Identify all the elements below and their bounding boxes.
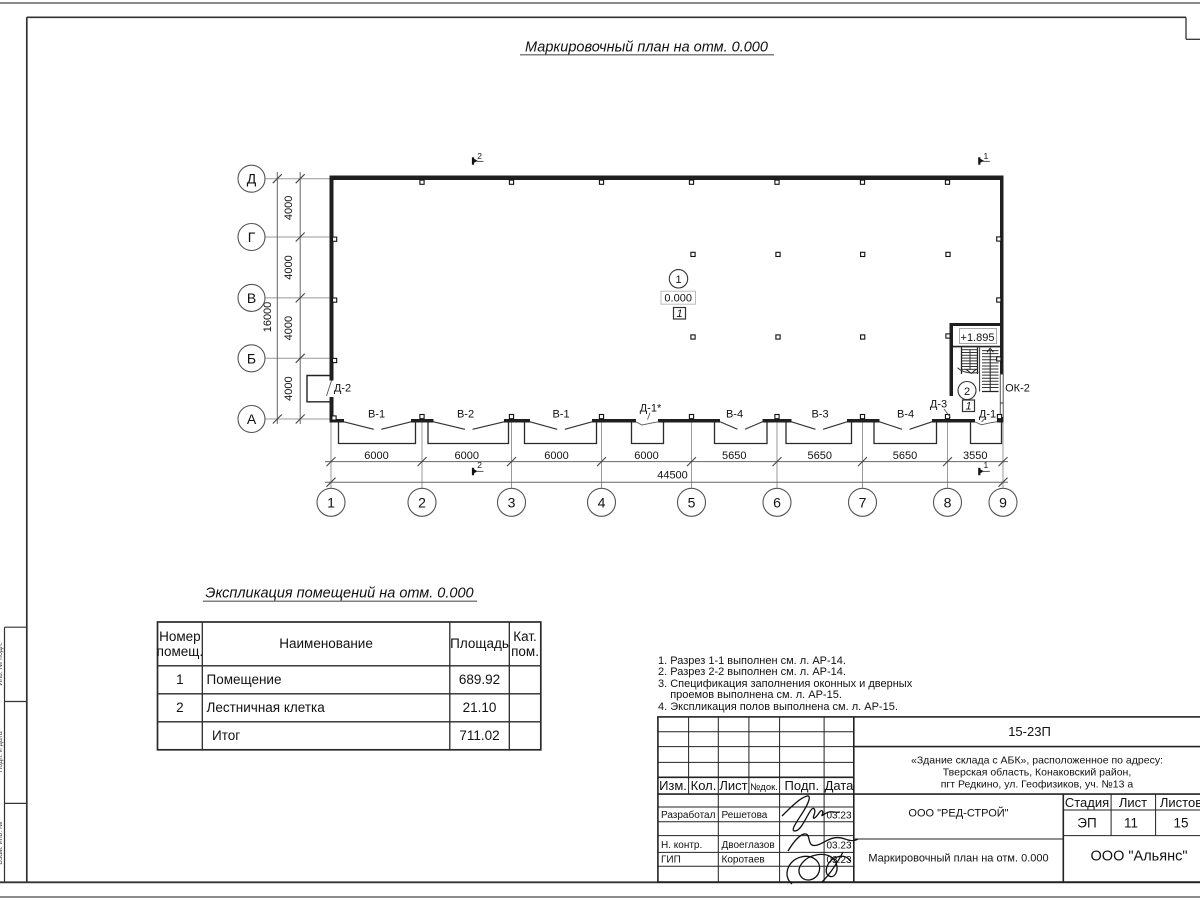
svg-text:В-1: В-1 xyxy=(552,409,569,421)
svg-text:6000: 6000 xyxy=(544,450,568,462)
svg-text:№док.: №док. xyxy=(750,782,778,793)
svg-text:Тверская область, Конаковский: Тверская область, Конаковский район, xyxy=(943,767,1132,779)
svg-text:4000: 4000 xyxy=(283,196,295,220)
svg-text:Г: Г xyxy=(248,229,256,245)
svg-text:5650: 5650 xyxy=(893,450,917,462)
svg-text:16000: 16000 xyxy=(262,302,274,333)
svg-text:1: 1 xyxy=(984,460,989,470)
svg-text:1: 1 xyxy=(984,151,989,161)
svg-text:Инв. № подл.: Инв. № подл. xyxy=(0,642,4,686)
svg-text:ООО "РЕД-СТРОЙ": ООО "РЕД-СТРОЙ" xyxy=(908,807,1008,820)
svg-text:Д-2: Д-2 xyxy=(334,383,351,395)
svg-text:4000: 4000 xyxy=(283,376,295,400)
svg-text:А: А xyxy=(247,411,257,427)
svg-text:Дата: Дата xyxy=(825,778,855,793)
svg-text:Взам. инв. №: Взам. инв. № xyxy=(0,821,4,864)
svg-text:Кол.: Кол. xyxy=(691,778,717,793)
svg-text:Лист: Лист xyxy=(1119,795,1147,810)
svg-text:Б: Б xyxy=(247,350,256,366)
svg-text:1: 1 xyxy=(965,401,971,413)
svg-text:5: 5 xyxy=(688,494,696,510)
svg-text:Двоеглазов: Двоеглазов xyxy=(722,840,775,851)
svg-text:4000: 4000 xyxy=(283,255,295,279)
svg-text:пгт Редкино, ул. Геофизиков, у: пгт Редкино, ул. Геофизиков, уч. №13 а xyxy=(941,779,1134,791)
svg-text:Листов: Листов xyxy=(1160,795,1200,810)
svg-text:44500: 44500 xyxy=(657,470,688,482)
svg-text:В-1: В-1 xyxy=(368,409,385,421)
svg-text:2: 2 xyxy=(964,386,970,398)
svg-text:03.23: 03.23 xyxy=(826,855,851,866)
svg-text:ЭП: ЭП xyxy=(1077,816,1096,831)
svg-text:0.000: 0.000 xyxy=(664,293,692,305)
svg-text:7: 7 xyxy=(859,494,867,510)
svg-text:Изм.: Изм. xyxy=(659,778,687,793)
svg-text:4000: 4000 xyxy=(283,316,295,340)
svg-text:6: 6 xyxy=(773,494,781,510)
svg-text:«Здание склада с АБК», располо: «Здание склада с АБК», расположенное по … xyxy=(911,755,1163,767)
svg-text:Стадия: Стадия xyxy=(1065,795,1109,810)
svg-text:1: 1 xyxy=(676,308,682,320)
svg-text:1: 1 xyxy=(675,274,681,286)
svg-text:В-4: В-4 xyxy=(897,409,914,421)
svg-text:Лист: Лист xyxy=(719,778,747,793)
svg-text:Решетова: Решетова xyxy=(722,810,768,821)
svg-text:Разработал: Разработал xyxy=(661,809,716,821)
svg-text:3550: 3550 xyxy=(963,450,987,462)
svg-text:4: 4 xyxy=(598,494,606,510)
svg-text:Д-3: Д-3 xyxy=(930,399,947,411)
svg-text:ООО "Альянс": ООО "Альянс" xyxy=(1091,849,1188,865)
svg-text:2: 2 xyxy=(477,151,482,161)
svg-text:2: 2 xyxy=(477,460,482,470)
svg-text:11: 11 xyxy=(1124,816,1138,831)
svg-text:Подп. и дата: Подп. и дата xyxy=(0,731,4,772)
svg-text:Д: Д xyxy=(247,171,257,187)
svg-text:ОК-2: ОК-2 xyxy=(1005,383,1030,395)
svg-text:9: 9 xyxy=(999,494,1007,510)
svg-text:Маркировочный план на отм. 0.0: Маркировочный план на отм. 0.000 xyxy=(868,853,1048,865)
svg-text:+1.895: +1.895 xyxy=(961,332,995,344)
svg-text:В-2: В-2 xyxy=(457,409,474,421)
svg-text:В: В xyxy=(247,290,256,306)
svg-text:5650: 5650 xyxy=(808,450,832,462)
svg-text:5650: 5650 xyxy=(722,450,746,462)
svg-text:В-3: В-3 xyxy=(811,409,828,421)
svg-text:03.23: 03.23 xyxy=(826,811,851,822)
svg-text:Д-1: Д-1 xyxy=(979,409,996,421)
svg-text:Н. контр.: Н. контр. xyxy=(661,840,702,851)
svg-text:6000: 6000 xyxy=(364,450,388,462)
svg-text:15-23П: 15-23П xyxy=(1008,724,1051,739)
svg-text:В-4: В-4 xyxy=(726,409,743,421)
svg-text:1: 1 xyxy=(327,494,335,510)
svg-text:3: 3 xyxy=(508,494,516,510)
svg-text:Д-1*: Д-1* xyxy=(640,403,662,415)
svg-text:Экспликация помещений на отм.: Экспликация помещений на отм. 0.000 xyxy=(205,586,473,602)
svg-text:Коротаев: Коротаев xyxy=(722,855,765,866)
svg-text:8: 8 xyxy=(944,494,952,510)
svg-text:6000: 6000 xyxy=(634,450,658,462)
svg-text:6000: 6000 xyxy=(455,450,479,462)
svg-text:Подп.: Подп. xyxy=(785,778,820,793)
svg-text:2: 2 xyxy=(418,494,426,510)
svg-text:15: 15 xyxy=(1173,816,1188,831)
svg-text:ГИП: ГИП xyxy=(661,855,681,866)
svg-text:Маркировочный план на отм. 0.0: Маркировочный план на отм. 0.000 xyxy=(525,40,768,56)
svg-text:03.23: 03.23 xyxy=(826,841,851,852)
